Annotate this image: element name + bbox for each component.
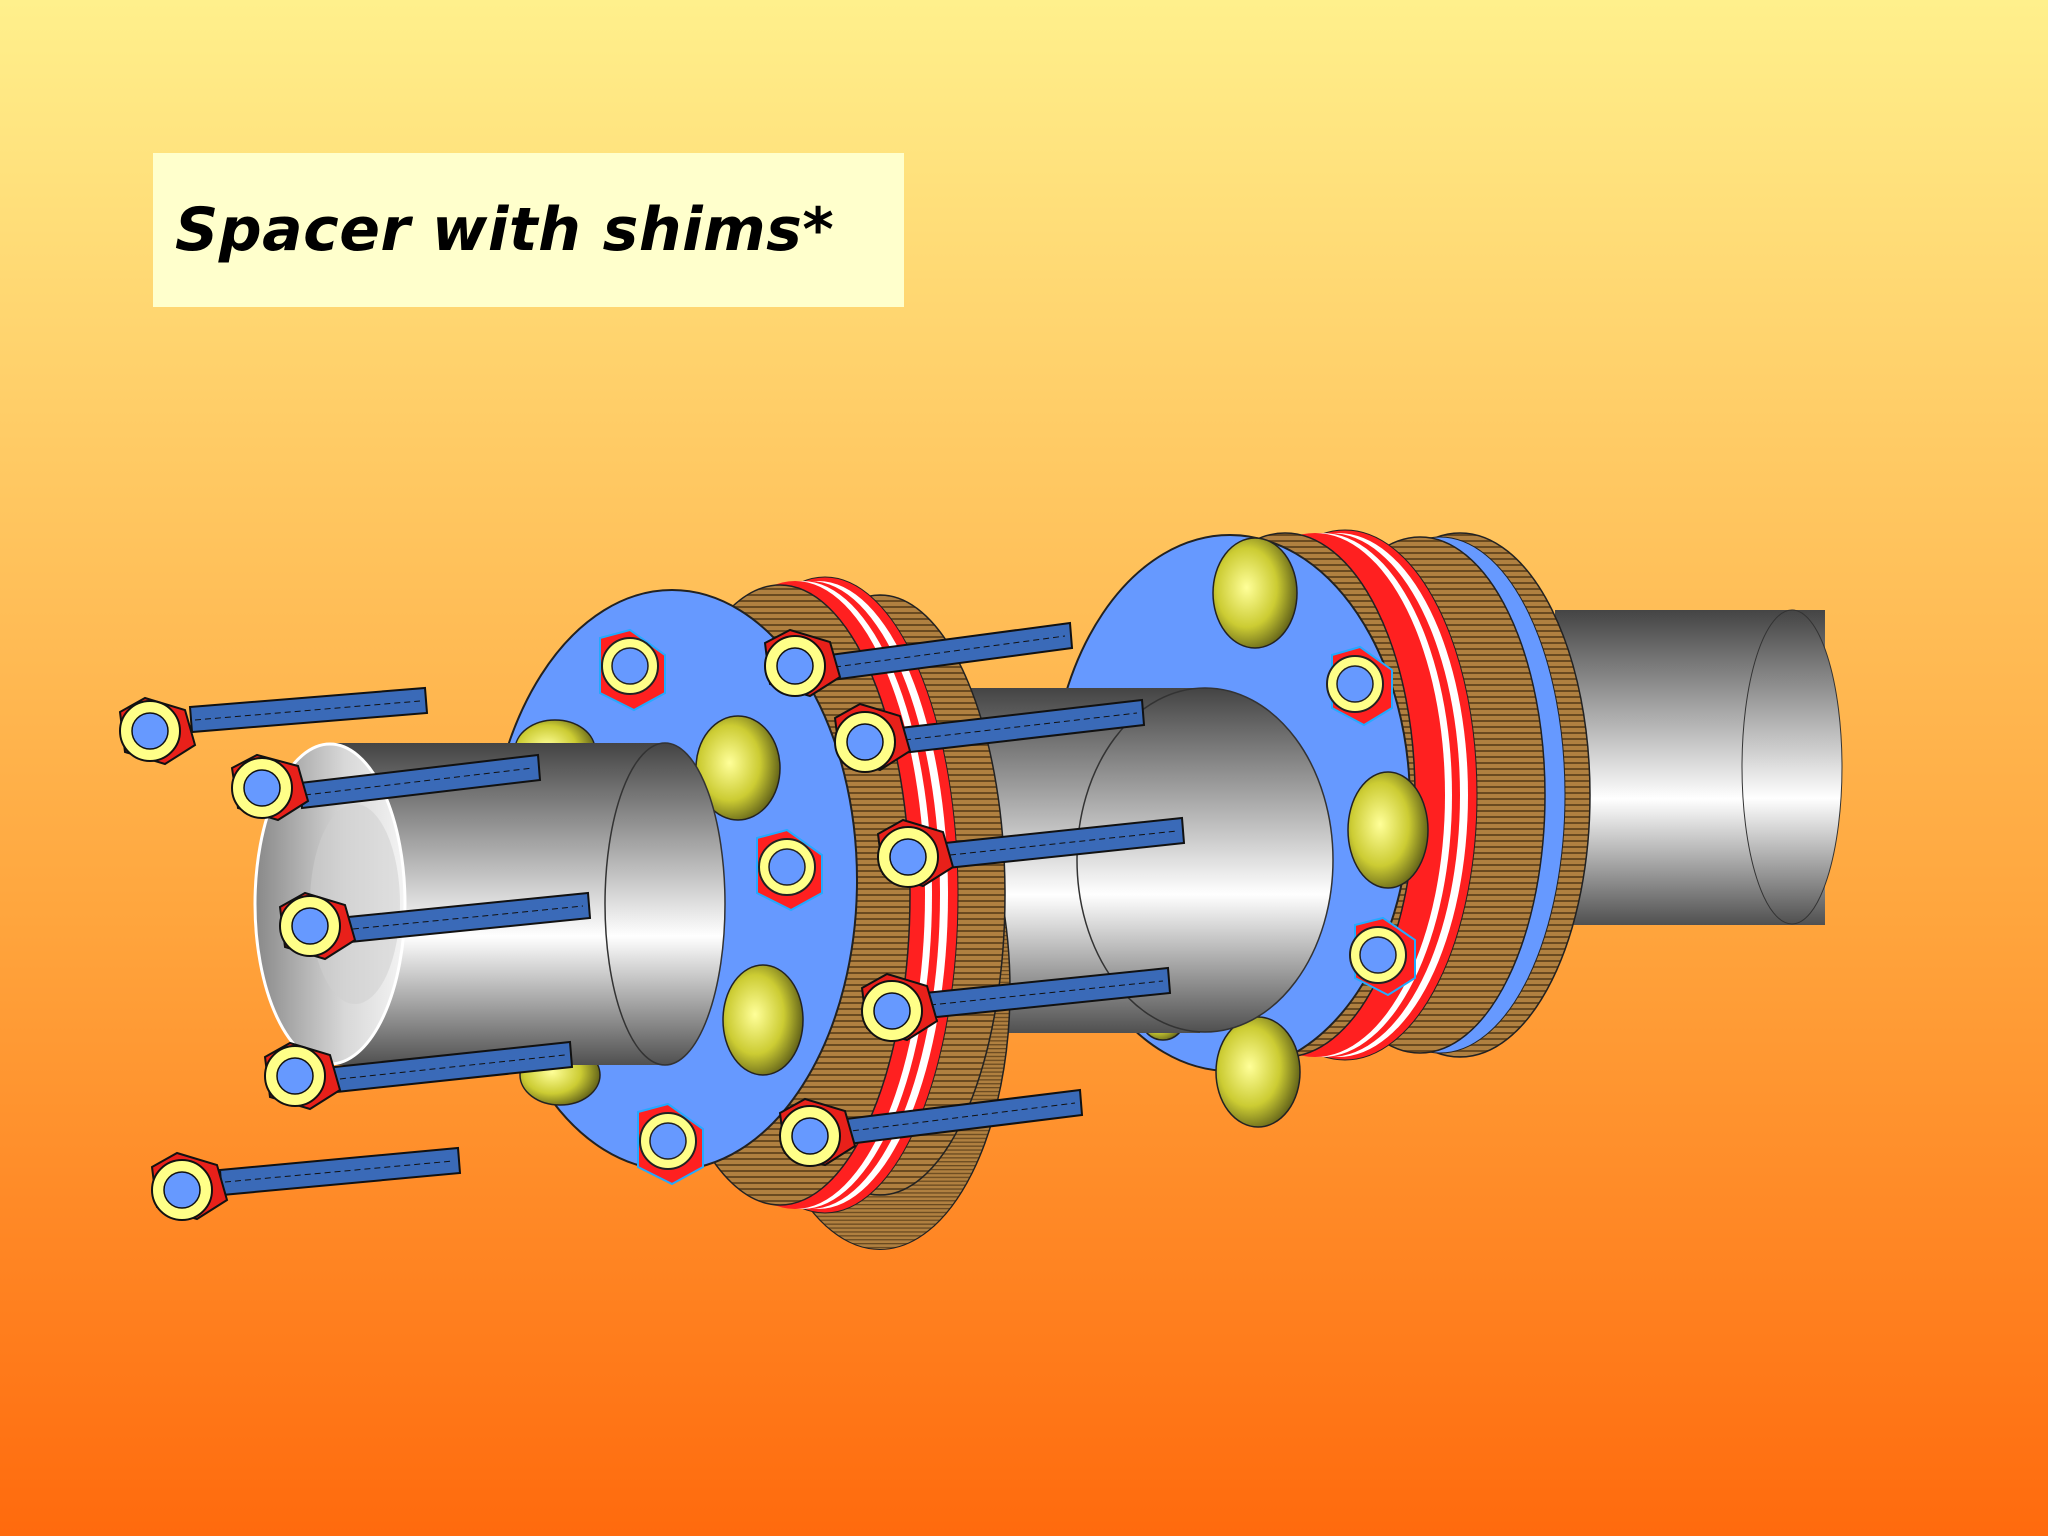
bolt-icon	[763, 621, 1074, 698]
slide-title: Spacer with shims*	[175, 195, 835, 265]
nut-icon	[1349, 916, 1416, 997]
bolt-icon	[833, 698, 1146, 773]
bolts	[118, 621, 1186, 1221]
right-shaft	[1555, 609, 1843, 925]
right-hub-flange	[950, 534, 1429, 1128]
nut-icon	[756, 828, 823, 912]
bolt-icon	[278, 891, 592, 961]
nut-icon	[1326, 645, 1393, 727]
nut-icon	[637, 1102, 704, 1186]
bolt-icon	[860, 966, 1172, 1042]
left-hub-flange	[253, 589, 858, 1186]
bolt-icon	[778, 1088, 1084, 1167]
bolt-hole	[1215, 1016, 1301, 1128]
title-box: Spacer with shims*	[153, 153, 904, 307]
bolt-icon	[263, 1040, 574, 1111]
nut-icon	[599, 628, 666, 712]
bolt-hole	[1347, 771, 1429, 889]
bolt-hole	[1212, 537, 1298, 649]
bolt-icon	[118, 686, 429, 766]
bolt-icon	[150, 1146, 462, 1221]
bolt-icon	[230, 753, 542, 822]
bolt-hole	[722, 964, 804, 1076]
bolt-icon	[876, 816, 1186, 888]
